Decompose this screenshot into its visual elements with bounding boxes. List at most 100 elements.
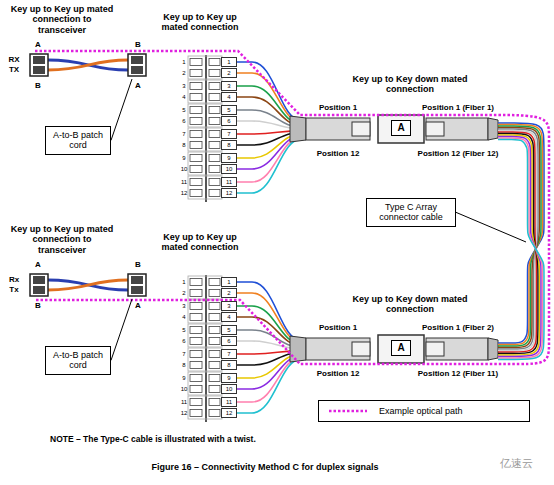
patch-cord-fiber	[48, 60, 128, 70]
duplex-adapter	[188, 276, 222, 299]
legend-swatch-line	[329, 410, 367, 413]
lc-connector	[190, 107, 202, 114]
lc-connector	[209, 386, 220, 393]
position-label: Position 12	[317, 370, 360, 379]
lc-connector	[190, 399, 202, 406]
fiber-number: 5	[221, 105, 237, 115]
connector-end-label: A	[35, 41, 41, 50]
patch-cord-fiber	[48, 280, 128, 290]
connector-end-label: B	[135, 261, 141, 270]
fiber-number: 6	[221, 116, 237, 126]
connector-end-label: A	[35, 261, 41, 270]
fanout-fiber	[237, 357, 302, 402]
fanout-boot	[290, 116, 306, 142]
fiber-number: 12	[221, 408, 237, 418]
lc-ferrule	[33, 66, 45, 74]
fiber-number: 7	[182, 131, 185, 138]
fiber-number: 7	[221, 349, 237, 359]
lc-connector	[190, 338, 202, 345]
legend-box: Example optical path	[318, 400, 530, 422]
duplex-adapter	[188, 104, 222, 127]
position-label: Position 1	[319, 324, 357, 333]
fiber-number: 5	[221, 325, 237, 335]
fiber-number: 4	[221, 92, 237, 102]
fiber-number: 11	[181, 399, 187, 406]
fiber-number: 2	[221, 68, 237, 78]
signal-name: RX	[8, 56, 19, 65]
fiber-number: 4	[182, 94, 185, 101]
duplex-adapter	[188, 324, 222, 347]
fiber-number: 10	[181, 166, 188, 173]
lc-connector	[209, 131, 220, 138]
lc-connector	[190, 94, 202, 101]
lc-connector	[209, 70, 220, 77]
lc-connector	[190, 118, 202, 125]
signal-name: Tx	[9, 286, 18, 295]
lc-connector	[190, 327, 202, 334]
fiber-number: 7	[221, 129, 237, 139]
fiber-number: 3	[182, 83, 185, 90]
fanout-fiber	[237, 137, 302, 182]
lc-connector	[190, 314, 202, 321]
lc-connector	[209, 279, 220, 286]
mpo-ferrule	[426, 342, 444, 356]
node-text: A-to-B patch cord	[50, 130, 106, 151]
node-text: A-to-B patch cord	[50, 350, 106, 371]
lc-connector	[209, 94, 220, 101]
position-label: Position 12 (Fiber 11)	[418, 370, 498, 379]
fiber-number: 5	[182, 107, 185, 114]
trunk-fiber	[498, 140, 544, 360]
section-heading: Key up to Key up mated connection	[150, 12, 250, 33]
node-text: Type C Array connector cable	[371, 202, 451, 223]
section-heading: Key up to Key down mated connection	[345, 74, 475, 95]
lc-connector	[209, 59, 220, 66]
adapter-type-label: A	[391, 340, 411, 356]
fiber-number: 9	[221, 153, 237, 163]
mpo-ferrule	[352, 122, 370, 136]
fiber-number: 8	[221, 360, 237, 370]
lc-connector	[209, 179, 220, 186]
duplex-adapter	[188, 176, 222, 199]
position-label: Position 12	[317, 150, 360, 159]
lc-connector	[209, 290, 220, 297]
patch-cord-fiber	[48, 280, 128, 290]
fiber-number: 9	[182, 155, 185, 162]
leader-line	[111, 79, 132, 140]
position-label: Position 1	[319, 104, 357, 113]
connector-end-label: B	[35, 82, 41, 91]
lc-connector	[209, 338, 220, 345]
fanout-boot	[290, 336, 306, 362]
fiber-number: 2	[182, 290, 185, 297]
lc-connector	[190, 83, 202, 90]
lc-connector	[209, 327, 220, 334]
lc-ferrule	[131, 276, 143, 284]
fiber-number: 10	[181, 386, 188, 393]
lc-ferrule	[131, 56, 143, 64]
lc-duplex-connector	[128, 54, 146, 76]
lc-connector	[190, 179, 202, 186]
lc-connector	[190, 290, 202, 297]
lc-duplex-connector	[128, 274, 146, 296]
section-heading: Key up to Key up mated connection to tra…	[10, 4, 115, 35]
connector-end-label: B	[135, 41, 141, 50]
fanout-fiber	[237, 139, 302, 193]
lc-duplex-connector	[30, 54, 48, 76]
patch-cord-fiber	[48, 60, 128, 70]
mpo-ferrule	[352, 342, 370, 356]
lc-connector	[190, 410, 202, 417]
fiber-number: 1	[221, 57, 237, 67]
mpo-adapter	[378, 335, 424, 363]
mpo-ferrule	[426, 122, 444, 136]
fiber-number: 2	[221, 288, 237, 298]
fiber-number: 10	[221, 164, 237, 174]
fiber-number: 10	[221, 384, 237, 394]
position-label: Position 1 (Fiber 1)	[422, 104, 494, 113]
cable-boot	[488, 338, 498, 360]
lc-ferrule	[33, 56, 45, 64]
duplex-adapter	[188, 80, 222, 103]
fiber-number: 8	[182, 362, 185, 369]
mpo-plug	[306, 338, 370, 360]
lc-connector	[209, 166, 220, 173]
mpo-plug	[306, 118, 370, 140]
lc-connector	[209, 142, 220, 149]
